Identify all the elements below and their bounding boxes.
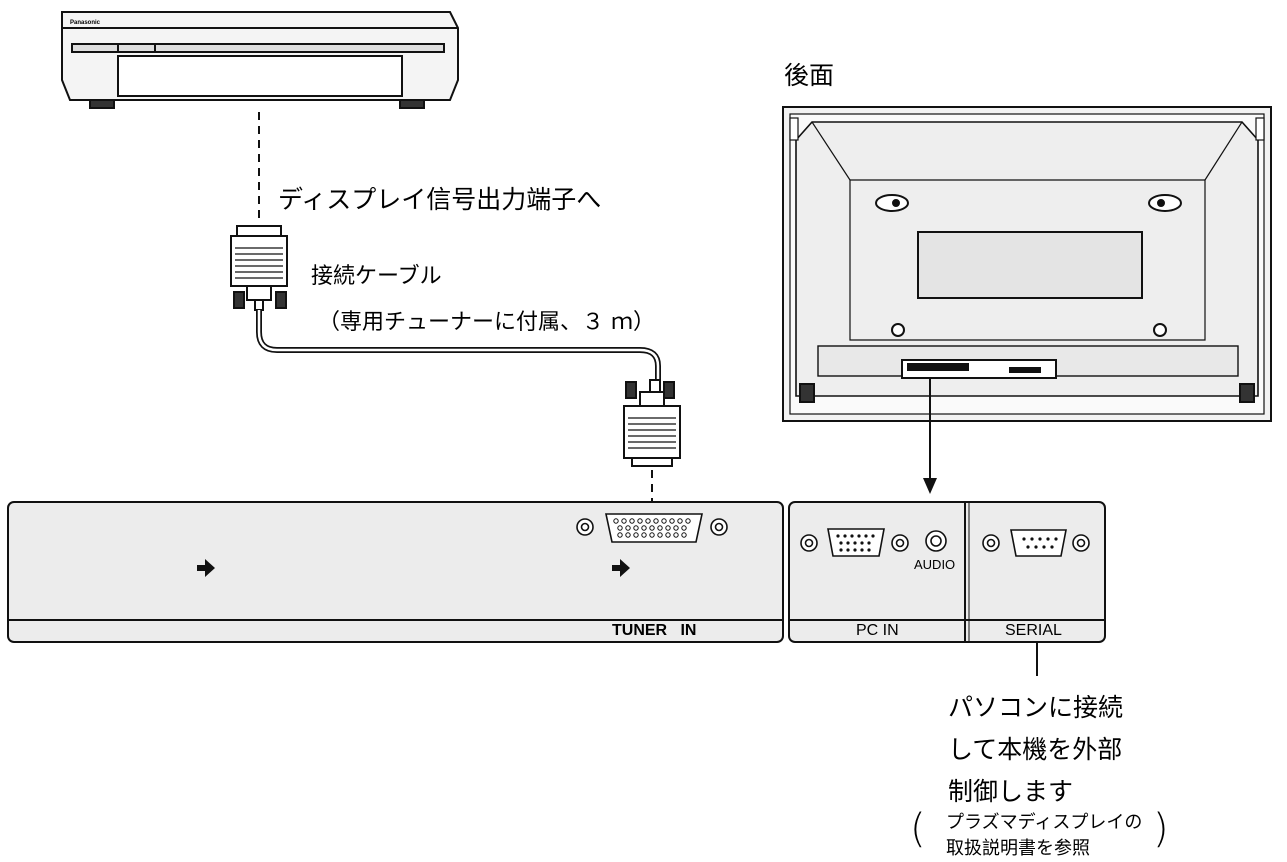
display-rear [782,106,1272,422]
rear-view-label: 後面 [784,61,835,90]
pc-note-line2: して本機を外部 [948,735,1123,764]
serial-pins [1022,537,1058,549]
serial-port [982,529,1090,557]
tuner-in-pins [613,518,691,538]
cable-connector-upper [230,225,288,311]
ref-line1: プラズマディスプレイの [946,812,1143,833]
serial-label: SERIAL [1005,622,1062,639]
pc-serial-panel [788,501,1106,643]
pc-in-pins [836,534,875,552]
pointer-arrow [923,378,937,494]
audio-jack [925,530,947,552]
cable-connector-lower [623,379,681,467]
right-arrow-icon [612,559,630,577]
display-output-label: ディスプレイ信号出力端子へ [278,185,602,214]
pc-note-line1: パソコンに接続 [948,693,1124,722]
ref-line2: 取扱説明書を参照 [946,838,1090,859]
tuner-in-label: TUNER IN [612,622,697,639]
pc-in-label: PC IN [856,622,899,639]
tuner-unit [61,11,459,109]
pc-note-line3: 制御します [948,777,1074,806]
ref-paren-close: ) [1153,806,1169,852]
cable-note-label: （専用チューナーに付属、３ ｍ） [318,310,655,335]
cable-name-label: 接続ケーブル [311,264,442,289]
audio-label: AUDIO [914,557,956,572]
right-arrow-icon [197,559,215,577]
tuner-brand-logo: Panasonic [70,20,101,26]
tuner-in-panel [7,501,784,643]
ref-paren-open: ( [910,806,926,852]
